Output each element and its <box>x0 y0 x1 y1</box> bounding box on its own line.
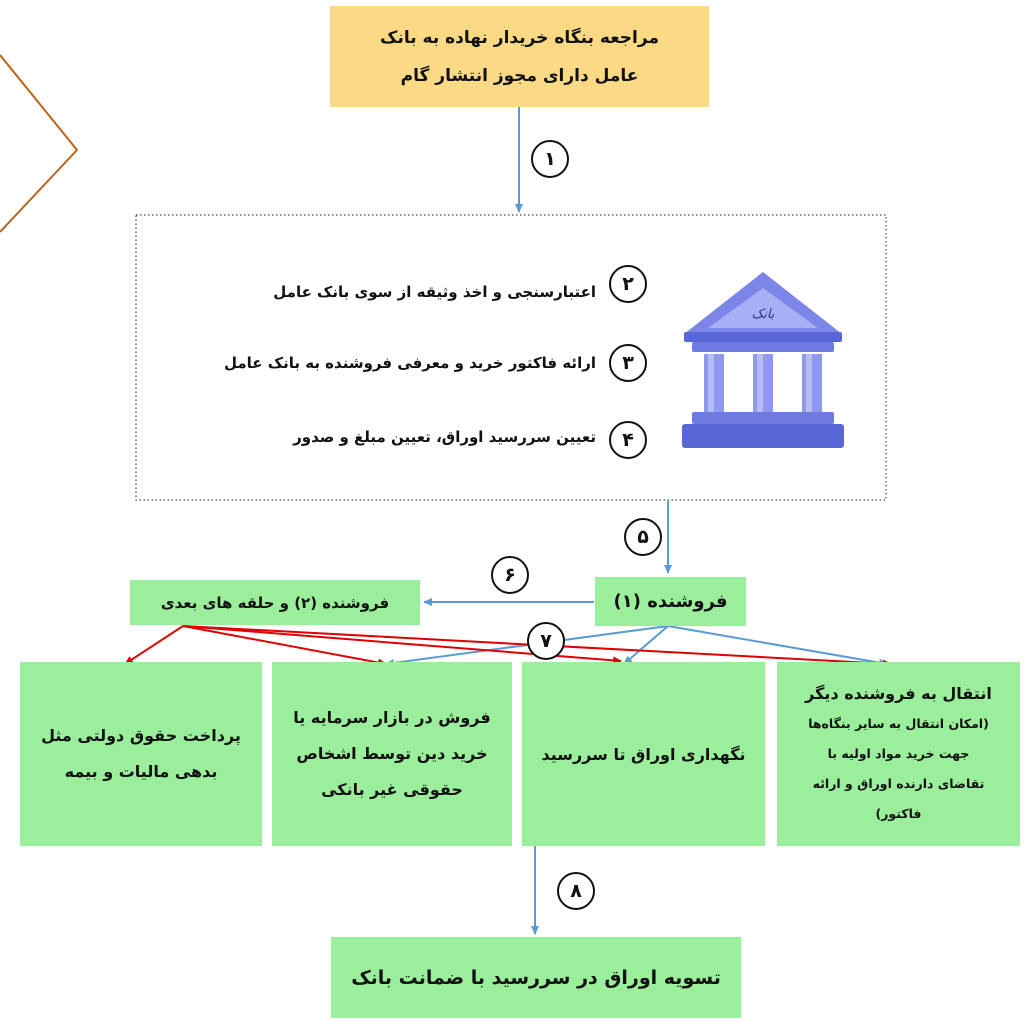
step-3-text: ارائه فاکتور خرید و معرفی فروشنده به بان… <box>223 354 596 372</box>
option-hold-box: نگهداری اوراق تا سررسید <box>522 662 765 846</box>
decorative-chevron <box>0 54 79 233</box>
step-number-6: ۶ <box>491 556 529 594</box>
step-number-4: ۴ <box>609 421 647 459</box>
buyer-referral-line-2: عامل دارای مجوز انتشار گام <box>400 65 639 86</box>
settlement-label: تسویه اوراق در سررسید با ضمانت بانک <box>351 966 721 989</box>
bank-icon: بانک <box>682 272 844 448</box>
option-transfer-line-3: جهت خرید مواد اولیه با <box>827 746 970 761</box>
option-sell-line-3: حقوقی غیر بانکی <box>321 780 463 799</box>
seller-2-box: فروشنده (۲) و حلقه های بعدی <box>130 580 420 625</box>
option-transfer-line-4: تقاضای دارنده اوراق و ارائه <box>812 776 985 791</box>
step-number-2: ۲ <box>609 265 647 303</box>
step-number-7: ۷ <box>527 622 565 660</box>
buyer-referral-box: مراجعه بنگاه خریدار نهاده به بانک عامل د… <box>330 6 709 107</box>
option-sell-box: فروش در بازار سرمایه یا خرید دین توسط اش… <box>272 662 512 846</box>
step-number-3: ۳ <box>609 344 647 382</box>
option-transfer-title: انتقال به فروشنده دیگر <box>805 684 992 703</box>
seller-2-label: فروشنده (۲) و حلقه های بعدی <box>160 593 390 612</box>
arrow-seller1-to-hold <box>623 625 669 665</box>
option-government-box: پرداخت حقوق دولتی مثل بدهی مالیات و بیمه <box>20 662 262 846</box>
option-transfer-box: انتقال به فروشنده دیگر (امکان انتقال به … <box>777 662 1020 846</box>
settlement-box: تسویه اوراق در سررسید با ضمانت بانک <box>331 937 741 1018</box>
bank-steps-frame <box>135 214 887 501</box>
seller-1-label: فروشنده (۱) <box>613 591 728 612</box>
arrow-seller1-to-transfer <box>667 625 888 667</box>
option-hold-text: نگهداری اوراق تا سررسید <box>541 744 746 764</box>
step-4-text: تعیین سررسید اوراق، تعیین مبلغ و صدور <box>293 428 596 446</box>
option-sell-line-1: فروش در بازار سرمایه یا <box>293 708 491 727</box>
option-transfer-line-5: فاکتور) <box>875 806 922 821</box>
step-2-text: اعتبارسنجی و اخذ وثیقه از سوی بانک عامل <box>273 283 596 301</box>
step-number-5: ۵ <box>624 518 662 556</box>
option-government-line-2: بدهی مالیات و بیمه <box>64 762 218 781</box>
step-number-1: ۱ <box>531 140 569 178</box>
option-sell-line-2: خرید دین توسط اشخاص <box>296 744 488 763</box>
step-number-8: ۸ <box>557 872 595 910</box>
option-government-line-1: پرداخت حقوق دولتی مثل <box>41 726 241 745</box>
red-arrow-to-government <box>124 625 184 665</box>
option-transfer-line-2: (امکان انتقال به سایر بنگاه‌ها <box>808 716 989 731</box>
red-arrow-to-sell <box>182 625 387 667</box>
buyer-referral-line-1: مراجعه بنگاه خریدار نهاده به بانک <box>380 27 659 48</box>
bank-icon-label: بانک <box>752 307 775 322</box>
seller-1-box: فروشنده (۱) <box>595 577 746 626</box>
